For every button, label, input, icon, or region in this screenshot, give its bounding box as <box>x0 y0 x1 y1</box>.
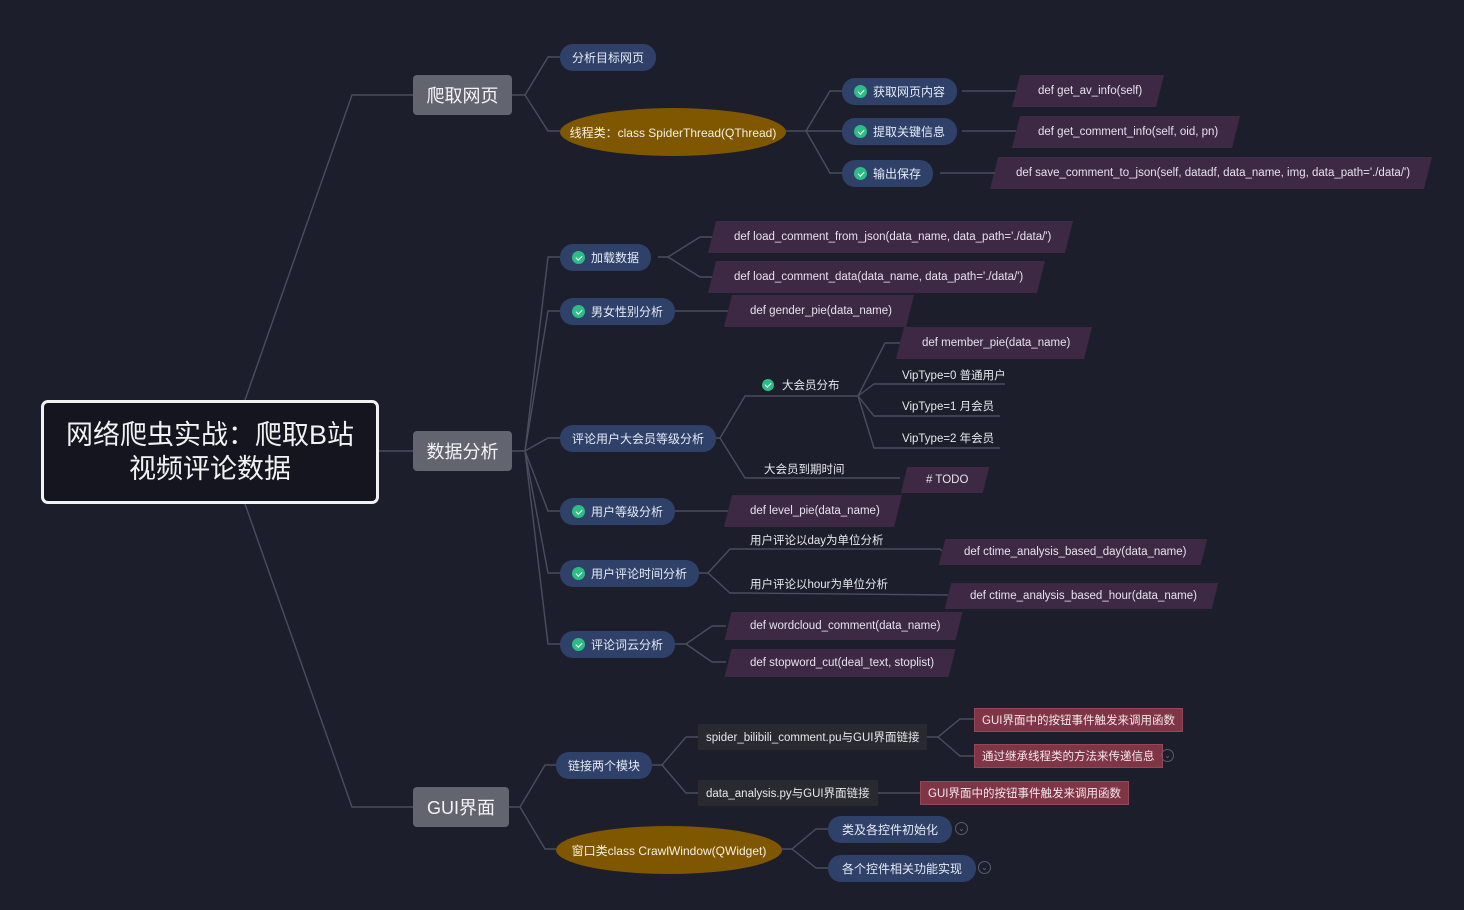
node-label: 获取网页内容 <box>873 85 946 99</box>
node-spider-link[interactable]: spider_bilibili_comment.pu与GUI界面链接 <box>698 724 928 750</box>
node-label: 评论词云分析 <box>591 638 664 652</box>
node-analyze-target[interactable]: 分析目标网页 <box>560 44 657 71</box>
code-wordcloud[interactable]: def wordcloud_comment(data_name) <box>728 612 959 640</box>
root-topic[interactable]: 网络爬虫实战：爬取B站 视频评论数据 <box>41 400 379 504</box>
node-vip2[interactable]: VipType=2 年会员 <box>902 433 995 445</box>
node-get-content[interactable]: 获取网页内容 <box>842 78 958 105</box>
node-control-funcs[interactable]: 各个控件相关功能实现 <box>828 855 977 882</box>
branch-analysis[interactable]: 数据分析 <box>413 431 512 471</box>
node-user-level[interactable]: 用户等级分析 <box>560 498 676 525</box>
note-thread-inherit[interactable]: 通过继承线程类的方法来传递信息 <box>974 744 1163 768</box>
code-member-pie[interactable]: def member_pie(data_name) <box>900 327 1088 359</box>
node-label: 加载数据 <box>591 251 640 265</box>
node-comment-time[interactable]: 用户评论时间分析 <box>560 560 700 587</box>
collapse-badge-icon[interactable]: ⌄ <box>978 861 991 874</box>
branch-gui[interactable]: GUI界面 <box>413 787 509 827</box>
node-vip0[interactable]: VipType=0 普通用户 <box>902 370 1006 382</box>
root-title-line1: 网络爬虫实战：爬取B站 <box>65 420 354 450</box>
node-label: 提取关键信息 <box>873 125 946 139</box>
code-ctime-hour[interactable]: def ctime_analysis_based_hour(data_name) <box>948 583 1215 609</box>
code-todo[interactable]: # TODO <box>904 467 986 493</box>
node-thread-class[interactable]: 线程类：class SpiderThread(QThread) <box>560 108 786 156</box>
check-icon <box>854 167 867 180</box>
node-by-hour[interactable]: 用户评论以hour为单位分析 <box>750 579 889 591</box>
code-load-from-json[interactable]: def load_comment_from_json(data_name, da… <box>712 221 1069 253</box>
node-label: 男女性别分析 <box>591 305 664 319</box>
check-icon <box>572 505 585 518</box>
node-member-dist[interactable]: 大会员分布 <box>762 375 840 395</box>
node-extract-keys[interactable]: 提取关键信息 <box>842 118 958 145</box>
node-load-data[interactable]: 加载数据 <box>560 244 652 271</box>
check-icon <box>572 305 585 318</box>
check-icon <box>762 379 774 391</box>
collapse-badge-icon[interactable]: ⌄ <box>955 822 968 835</box>
node-init-controls[interactable]: 类及各控件初始化 <box>828 816 953 843</box>
code-get-av-info[interactable]: def get_av_info(self) <box>1016 75 1160 107</box>
code-load-comment-data[interactable]: def load_comment_data(data_name, data_pa… <box>712 261 1041 293</box>
node-member-expire[interactable]: 大会员到期时间 <box>764 464 845 476</box>
check-icon <box>572 567 585 580</box>
node-member-level[interactable]: 评论用户大会员等级分析 <box>560 425 717 452</box>
branch-crawl[interactable]: 爬取网页 <box>413 75 512 115</box>
code-level-pie[interactable]: def level_pie(data_name) <box>728 495 898 527</box>
check-icon <box>854 85 867 98</box>
code-get-comment-info[interactable]: def get_comment_info(self, oid, pn) <box>1016 116 1236 148</box>
node-label: 用户等级分析 <box>591 505 664 519</box>
node-link-modules[interactable]: 链接两个模块 <box>556 752 653 779</box>
code-ctime-day[interactable]: def ctime_analysis_based_day(data_name) <box>942 539 1204 565</box>
node-output-save[interactable]: 输出保存 <box>842 160 934 187</box>
code-gender-pie[interactable]: def gender_pie(data_name) <box>728 295 910 327</box>
node-window-class[interactable]: 窗口类class CrawlWindow(QWidget) <box>556 826 782 874</box>
check-icon <box>572 251 585 264</box>
collapse-badge-icon[interactable]: ⌄ <box>1161 749 1174 762</box>
note-analysis-button-event[interactable]: GUI界面中的按钮事件触发来调用函数 <box>920 781 1129 805</box>
node-vip1[interactable]: VipType=1 月会员 <box>902 401 995 413</box>
node-gender[interactable]: 男女性别分析 <box>560 298 676 325</box>
root-title-line2: 视频评论数据 <box>128 454 291 484</box>
code-stopword-cut[interactable]: def stopword_cut(deal_text, stoplist) <box>728 649 952 677</box>
check-icon <box>572 638 585 651</box>
node-wordcloud[interactable]: 评论词云分析 <box>560 631 676 658</box>
node-label: 用户评论时间分析 <box>591 567 688 581</box>
node-analysis-link[interactable]: data_analysis.py与GUI界面链接 <box>698 780 878 806</box>
check-icon <box>854 125 867 138</box>
node-by-day[interactable]: 用户评论以day为单位分析 <box>750 535 884 547</box>
node-label: 输出保存 <box>873 167 922 181</box>
note-spider-button-event[interactable]: GUI界面中的按钮事件触发来调用函数 <box>974 708 1183 732</box>
code-save-comment[interactable]: def save_comment_to_json(self, datadf, d… <box>994 157 1428 189</box>
node-label: 大会员分布 <box>782 380 840 392</box>
